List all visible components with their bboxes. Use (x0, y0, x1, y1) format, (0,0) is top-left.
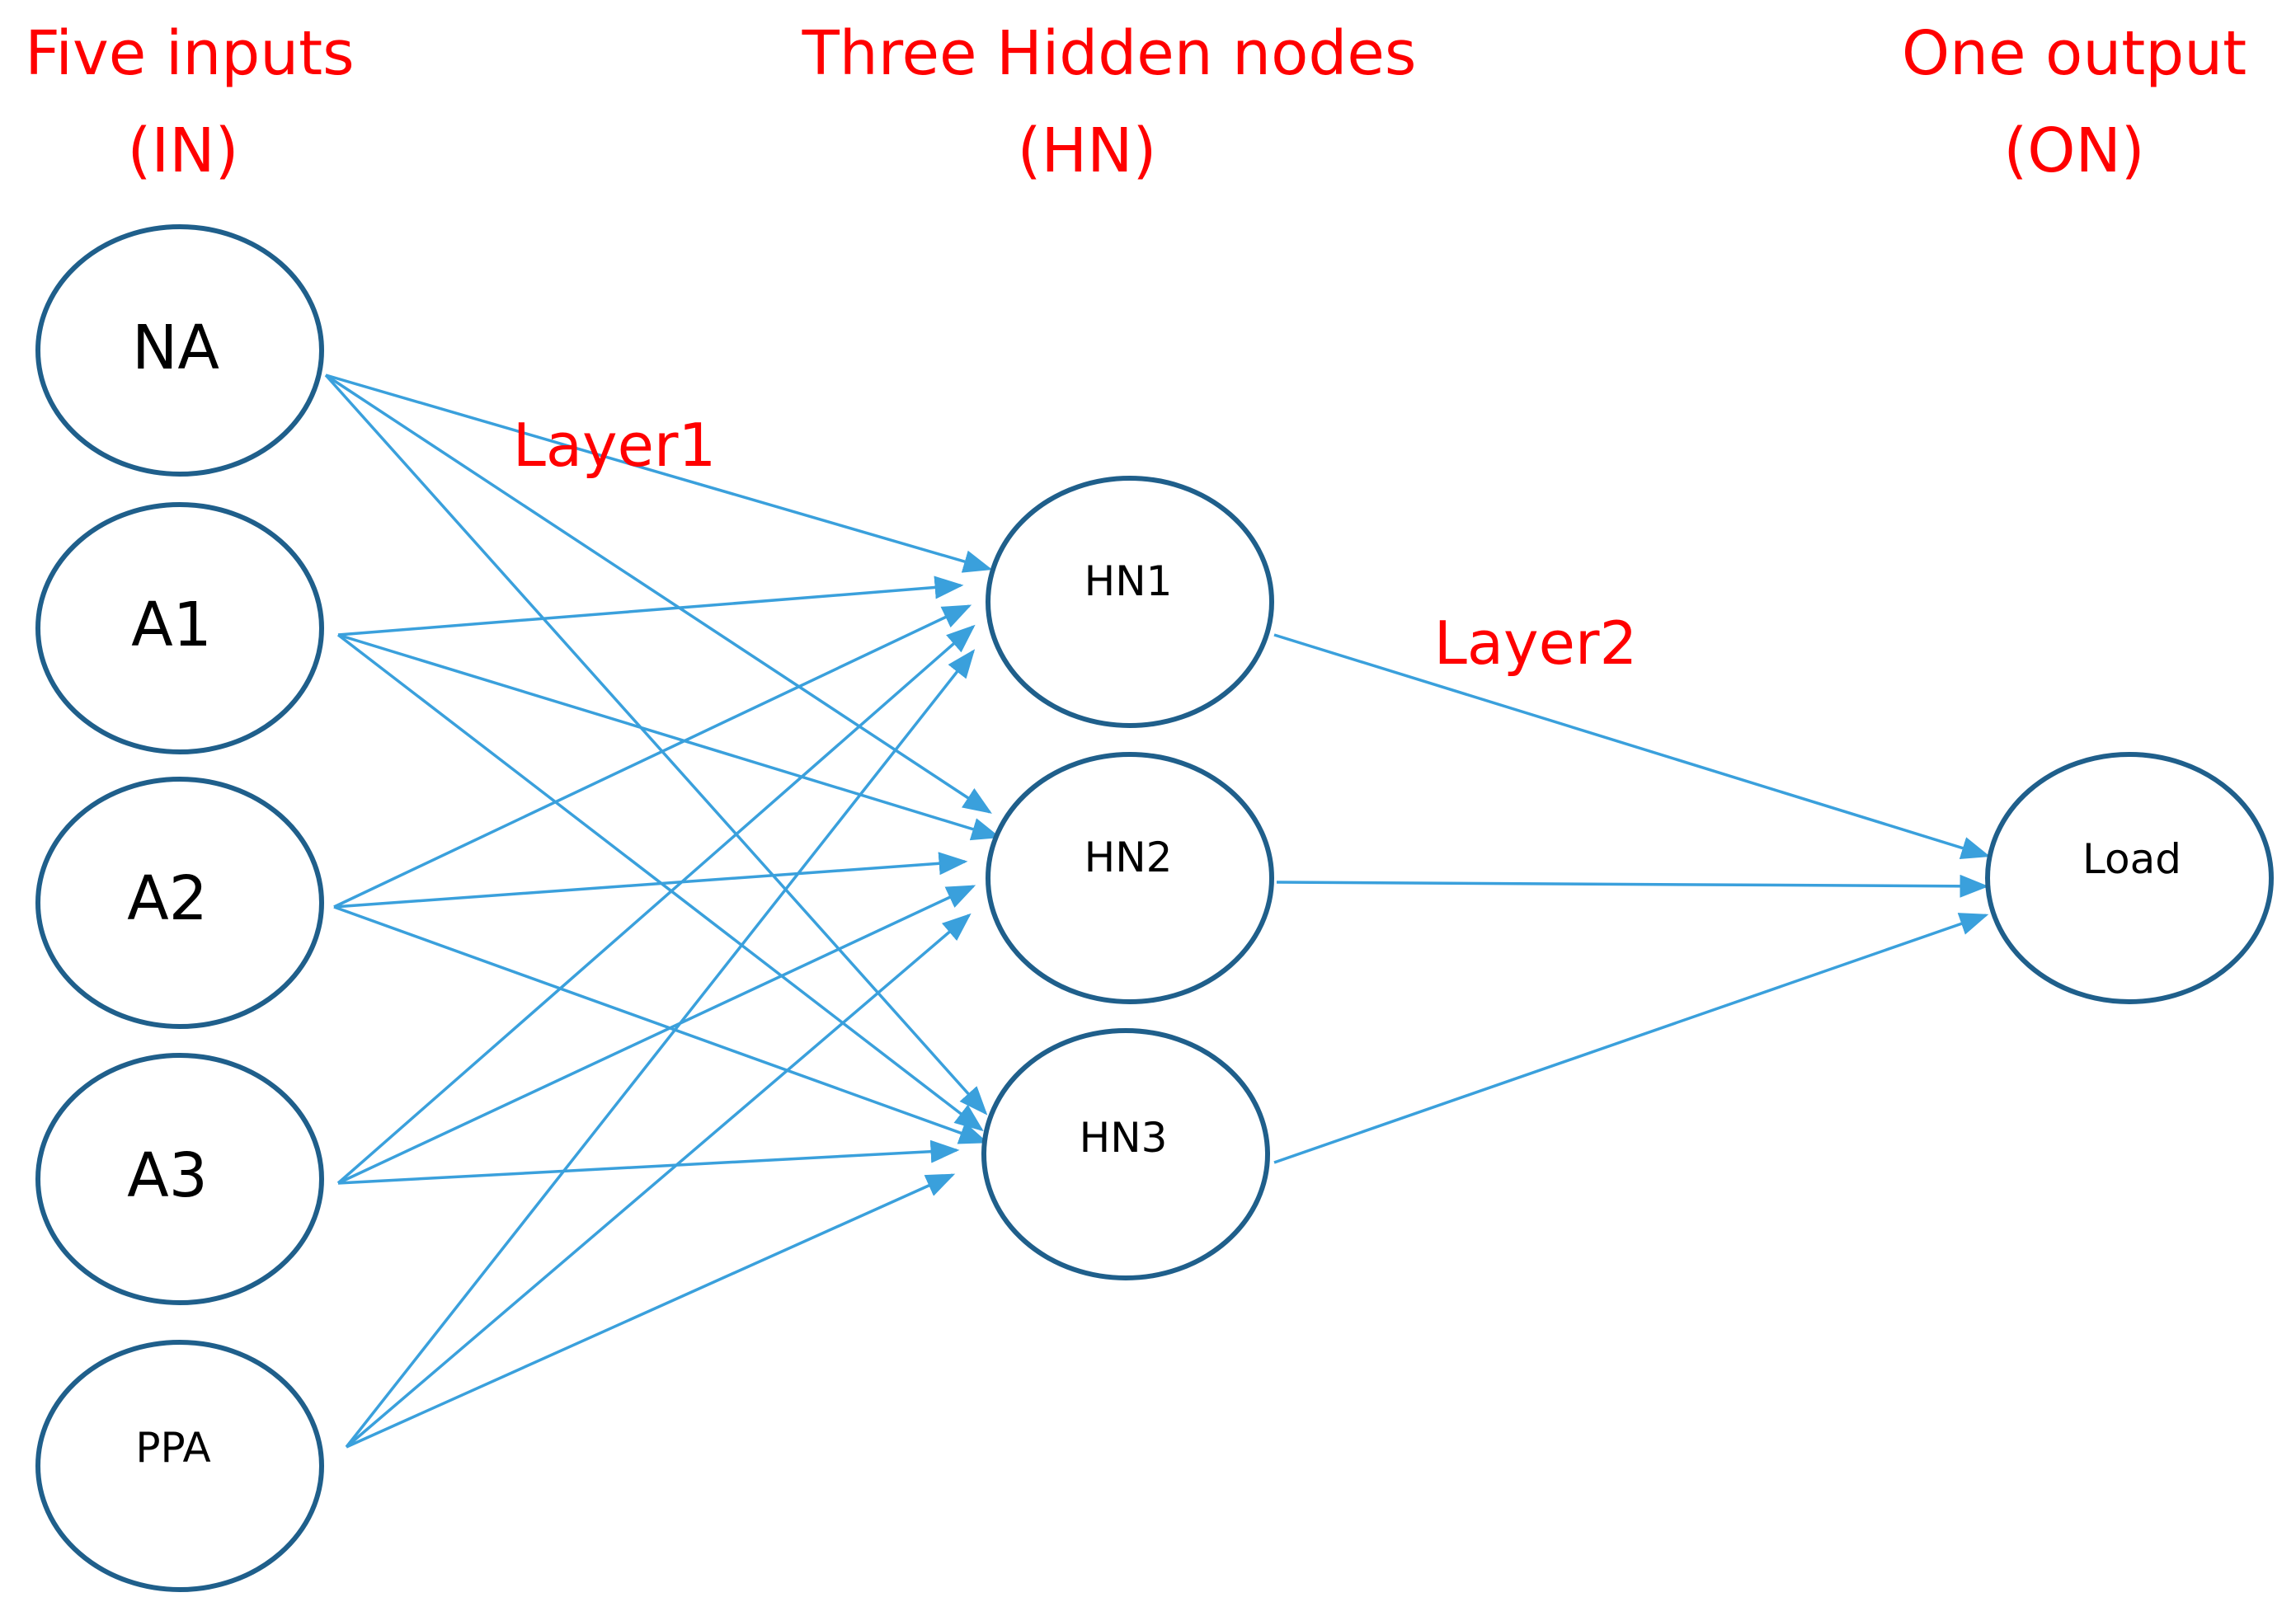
input-node-a3: A3 (35, 1053, 324, 1305)
hidden-node-hn1: HN1 (986, 476, 1274, 728)
output-node-load-label: Load (2082, 835, 2181, 883)
output-node-load: Load (1985, 752, 2274, 1004)
edge-a1-to-hn1 (337, 575, 964, 637)
input-node-a2-circle (35, 777, 324, 1029)
hidden-node-hn3: HN3 (981, 1028, 1270, 1280)
hidden-node-hn3-circle (981, 1028, 1270, 1280)
input-node-a3-circle (35, 1053, 324, 1305)
input-node-ppa: PPA (35, 1340, 324, 1592)
input-node-a1-circle (35, 502, 324, 754)
input-node-a2-label: A2 (127, 863, 208, 934)
edge-a3-to-hn1 (336, 624, 976, 1185)
input-node-na: NA (35, 224, 324, 477)
input-node-a2: A2 (35, 777, 324, 1029)
edge-hn2-to-load (1276, 874, 1989, 898)
hidden-node-hn1-label: HN1 (1084, 557, 1173, 605)
edge-hn3-to-load (1273, 913, 1989, 1164)
hidden-node-hn2-label: HN2 (1084, 834, 1173, 881)
input-node-ppa-label: PPA (135, 1424, 210, 1472)
input-layer-abbrev: (IN) (128, 115, 239, 186)
edge-a2-to-hn3 (333, 905, 989, 1144)
input-node-a1-label: A1 (131, 590, 212, 660)
edge-na-to-hn1 (325, 373, 993, 573)
edge-a2-to-hn2 (333, 852, 968, 909)
hidden-node-hn1-circle (986, 476, 1274, 728)
edge-hn1-to-load (1273, 633, 1991, 860)
edge-ppa-to-hn3 (346, 1173, 956, 1449)
input-node-a3-label: A3 (127, 1140, 208, 1211)
hidden-node-hn2: HN2 (986, 752, 1274, 1004)
input-node-na-label: NA (132, 312, 219, 383)
input-node-ppa-circle (35, 1340, 324, 1592)
edge-na-to-hn3 (324, 373, 988, 1116)
layer1-label: Layer1 (513, 411, 717, 480)
output-layer-title: One output (1902, 18, 2247, 89)
hidden-layer-title: Three Hidden nodes (802, 18, 1417, 89)
hidden-node-hn2-circle (986, 752, 1274, 1004)
edge-a1-to-hn2 (337, 633, 1001, 841)
edge-na-to-hn2 (325, 373, 992, 814)
hidden-layer-abbrev: (HN) (1018, 115, 1157, 186)
edge-a3-to-hn3 (337, 1139, 960, 1185)
hidden-node-hn3-label: HN3 (1080, 1114, 1168, 1162)
edge-ppa-to-hn1 (345, 649, 976, 1449)
input-layer-title: Five inputs (25, 18, 354, 89)
output-layer-abbrev: (ON) (2003, 115, 2144, 186)
input-node-na-circle (35, 224, 324, 477)
edge-ppa-to-hn2 (345, 913, 972, 1449)
input-node-a1: A1 (35, 502, 324, 754)
edge-a2-to-hn1 (333, 604, 972, 909)
output-node-load-circle (1985, 752, 2274, 1004)
layer2-label: Layer2 (1434, 608, 1638, 678)
connection-edges (324, 373, 1991, 1449)
edge-a3-to-hn2 (337, 885, 976, 1185)
